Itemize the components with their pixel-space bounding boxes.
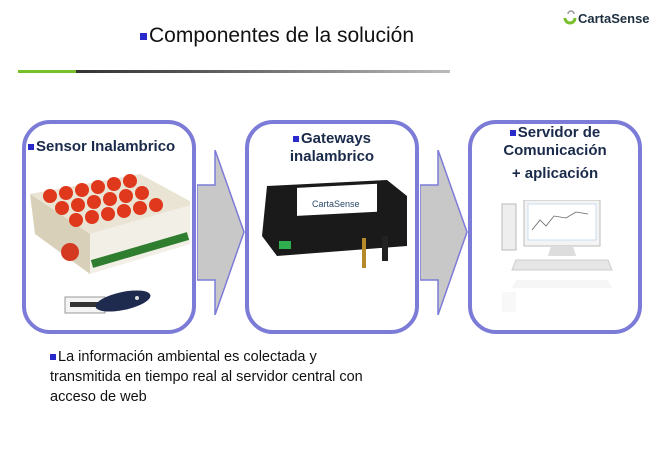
device-label: CartaSense bbox=[312, 199, 360, 209]
component-title-line: Servidor de bbox=[517, 124, 601, 141]
component-title-line: + aplicación bbox=[511, 165, 599, 182]
component-title: Sensor Inalambrico bbox=[28, 138, 192, 156]
arrow-right-icon bbox=[420, 150, 468, 315]
component-sensor: Sensor Inalambrico bbox=[22, 120, 196, 334]
gateway-device-image: CartaSense bbox=[262, 180, 407, 268]
divider-accent bbox=[18, 70, 76, 73]
computer-image bbox=[501, 200, 613, 312]
component-title-line: Gateways bbox=[300, 130, 372, 147]
component-title-line: Comunicación bbox=[503, 142, 607, 159]
slide-title: Componentes de la solución bbox=[140, 24, 414, 48]
component-title-line: inalambrico bbox=[289, 148, 375, 165]
description-line: transmitida en tiempo real al servidor c… bbox=[50, 369, 363, 385]
tomato-box-image bbox=[30, 174, 190, 314]
logo-text: CartaSense bbox=[578, 11, 650, 26]
description-line: acceso de web bbox=[50, 389, 147, 405]
cartasense-logo: CartaSense bbox=[562, 8, 650, 26]
bullet-icon bbox=[292, 136, 299, 143]
description-line: La información ambiental es colectada y bbox=[58, 349, 317, 365]
divider bbox=[18, 70, 450, 73]
bullet-icon bbox=[509, 130, 516, 137]
bullet-icon bbox=[28, 144, 34, 151]
component-title-text: Sensor Inalambrico bbox=[36, 138, 176, 155]
bullet-icon bbox=[140, 32, 147, 40]
arrow-right-icon bbox=[197, 150, 245, 315]
logo-icon bbox=[563, 10, 577, 25]
bullet-icon bbox=[50, 354, 56, 361]
description: La información ambiental es colectada y … bbox=[50, 347, 410, 407]
title-text: Componentes de la solución bbox=[149, 24, 415, 47]
